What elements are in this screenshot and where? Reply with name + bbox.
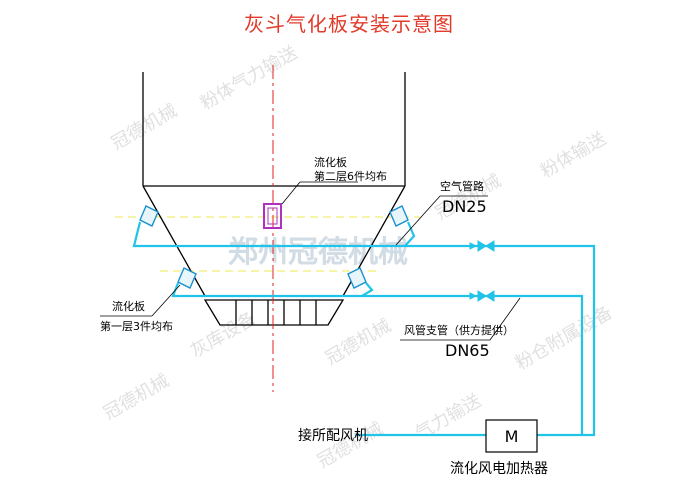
hopper-body — [142, 72, 406, 326]
watermark-layer: 郑州冠德机械 冠德机械 粉体气力输送 冠德机械 粉体输送 冠德机械 灰库设备 冠… — [100, 42, 616, 472]
fluid-plate-center — [263, 203, 282, 229]
label-fluid-plate-lower: 流化板 — [112, 299, 145, 313]
watermark-1: 冠德机械 — [108, 100, 181, 154]
watermark-7: 冠德机械 — [314, 418, 387, 472]
valve-lower — [469, 290, 495, 302]
fluid-plates — [139, 205, 409, 289]
watermark-9: 冠德机械 — [322, 315, 395, 369]
air-pipe-lower-right-branch — [361, 282, 374, 297]
label-fluid-plate-upper: 流化板 — [314, 155, 347, 169]
motor-symbol: M — [505, 427, 519, 446]
level-lines — [115, 216, 420, 272]
label-blower: 接所配风机 — [298, 427, 368, 444]
fluid-plate-upper-left — [139, 205, 159, 227]
leader-upper-plate — [281, 181, 301, 205]
fluid-plate-lower-left — [177, 267, 197, 289]
outlet-ribs — [235, 300, 317, 325]
label-heater: 流化风电加热器 — [450, 461, 548, 477]
valves — [469, 240, 495, 302]
valve-upper — [469, 240, 495, 252]
watermark-2: 粉体气力输送 — [197, 42, 301, 114]
leader-air-pipe — [395, 195, 441, 246]
watermark-5: 冠德机械 — [100, 370, 173, 424]
watermark-6: 灰库设备 — [187, 308, 260, 362]
leader-wind-pipe — [489, 297, 521, 341]
label-dn65: DN65 — [445, 341, 490, 360]
leader-lower-plate — [151, 284, 181, 317]
watermark-4: 粉体输送 — [537, 128, 610, 182]
air-pipe-upper-right-branch — [404, 221, 416, 247]
label-dn25: DN25 — [442, 197, 487, 216]
label-fluid-plate-lower-sub: 第一层3件均布 — [100, 319, 173, 333]
fluid-plate-upper-right — [389, 205, 409, 227]
label-wind-pipe: 风管支管（供方提供） — [404, 323, 514, 337]
labels: 流化板 第二层6件均布 空气管路 DN25 流化板 第一层3件均布 风管支管（供… — [100, 155, 548, 477]
air-pipe-upper — [132, 221, 596, 437]
heater-box — [485, 419, 538, 453]
fluid-plate-lower-right — [347, 267, 367, 289]
watermark-8: 粉仓附属设备 — [512, 302, 616, 374]
watermark-10: 气力输送 — [412, 390, 485, 444]
label-air-pipe: 空气管路 — [440, 179, 484, 193]
watermark-center: 郑州冠德机械 — [228, 235, 408, 270]
diagram-title: 灰斗气化板安装示意图 — [244, 12, 454, 36]
label-fluid-plate-upper-sub: 第二层6件均布 — [314, 169, 387, 183]
hopper-left-cone — [142, 185, 206, 297]
hopper-outlet-box — [203, 299, 345, 326]
leader-lines — [100, 181, 521, 341]
